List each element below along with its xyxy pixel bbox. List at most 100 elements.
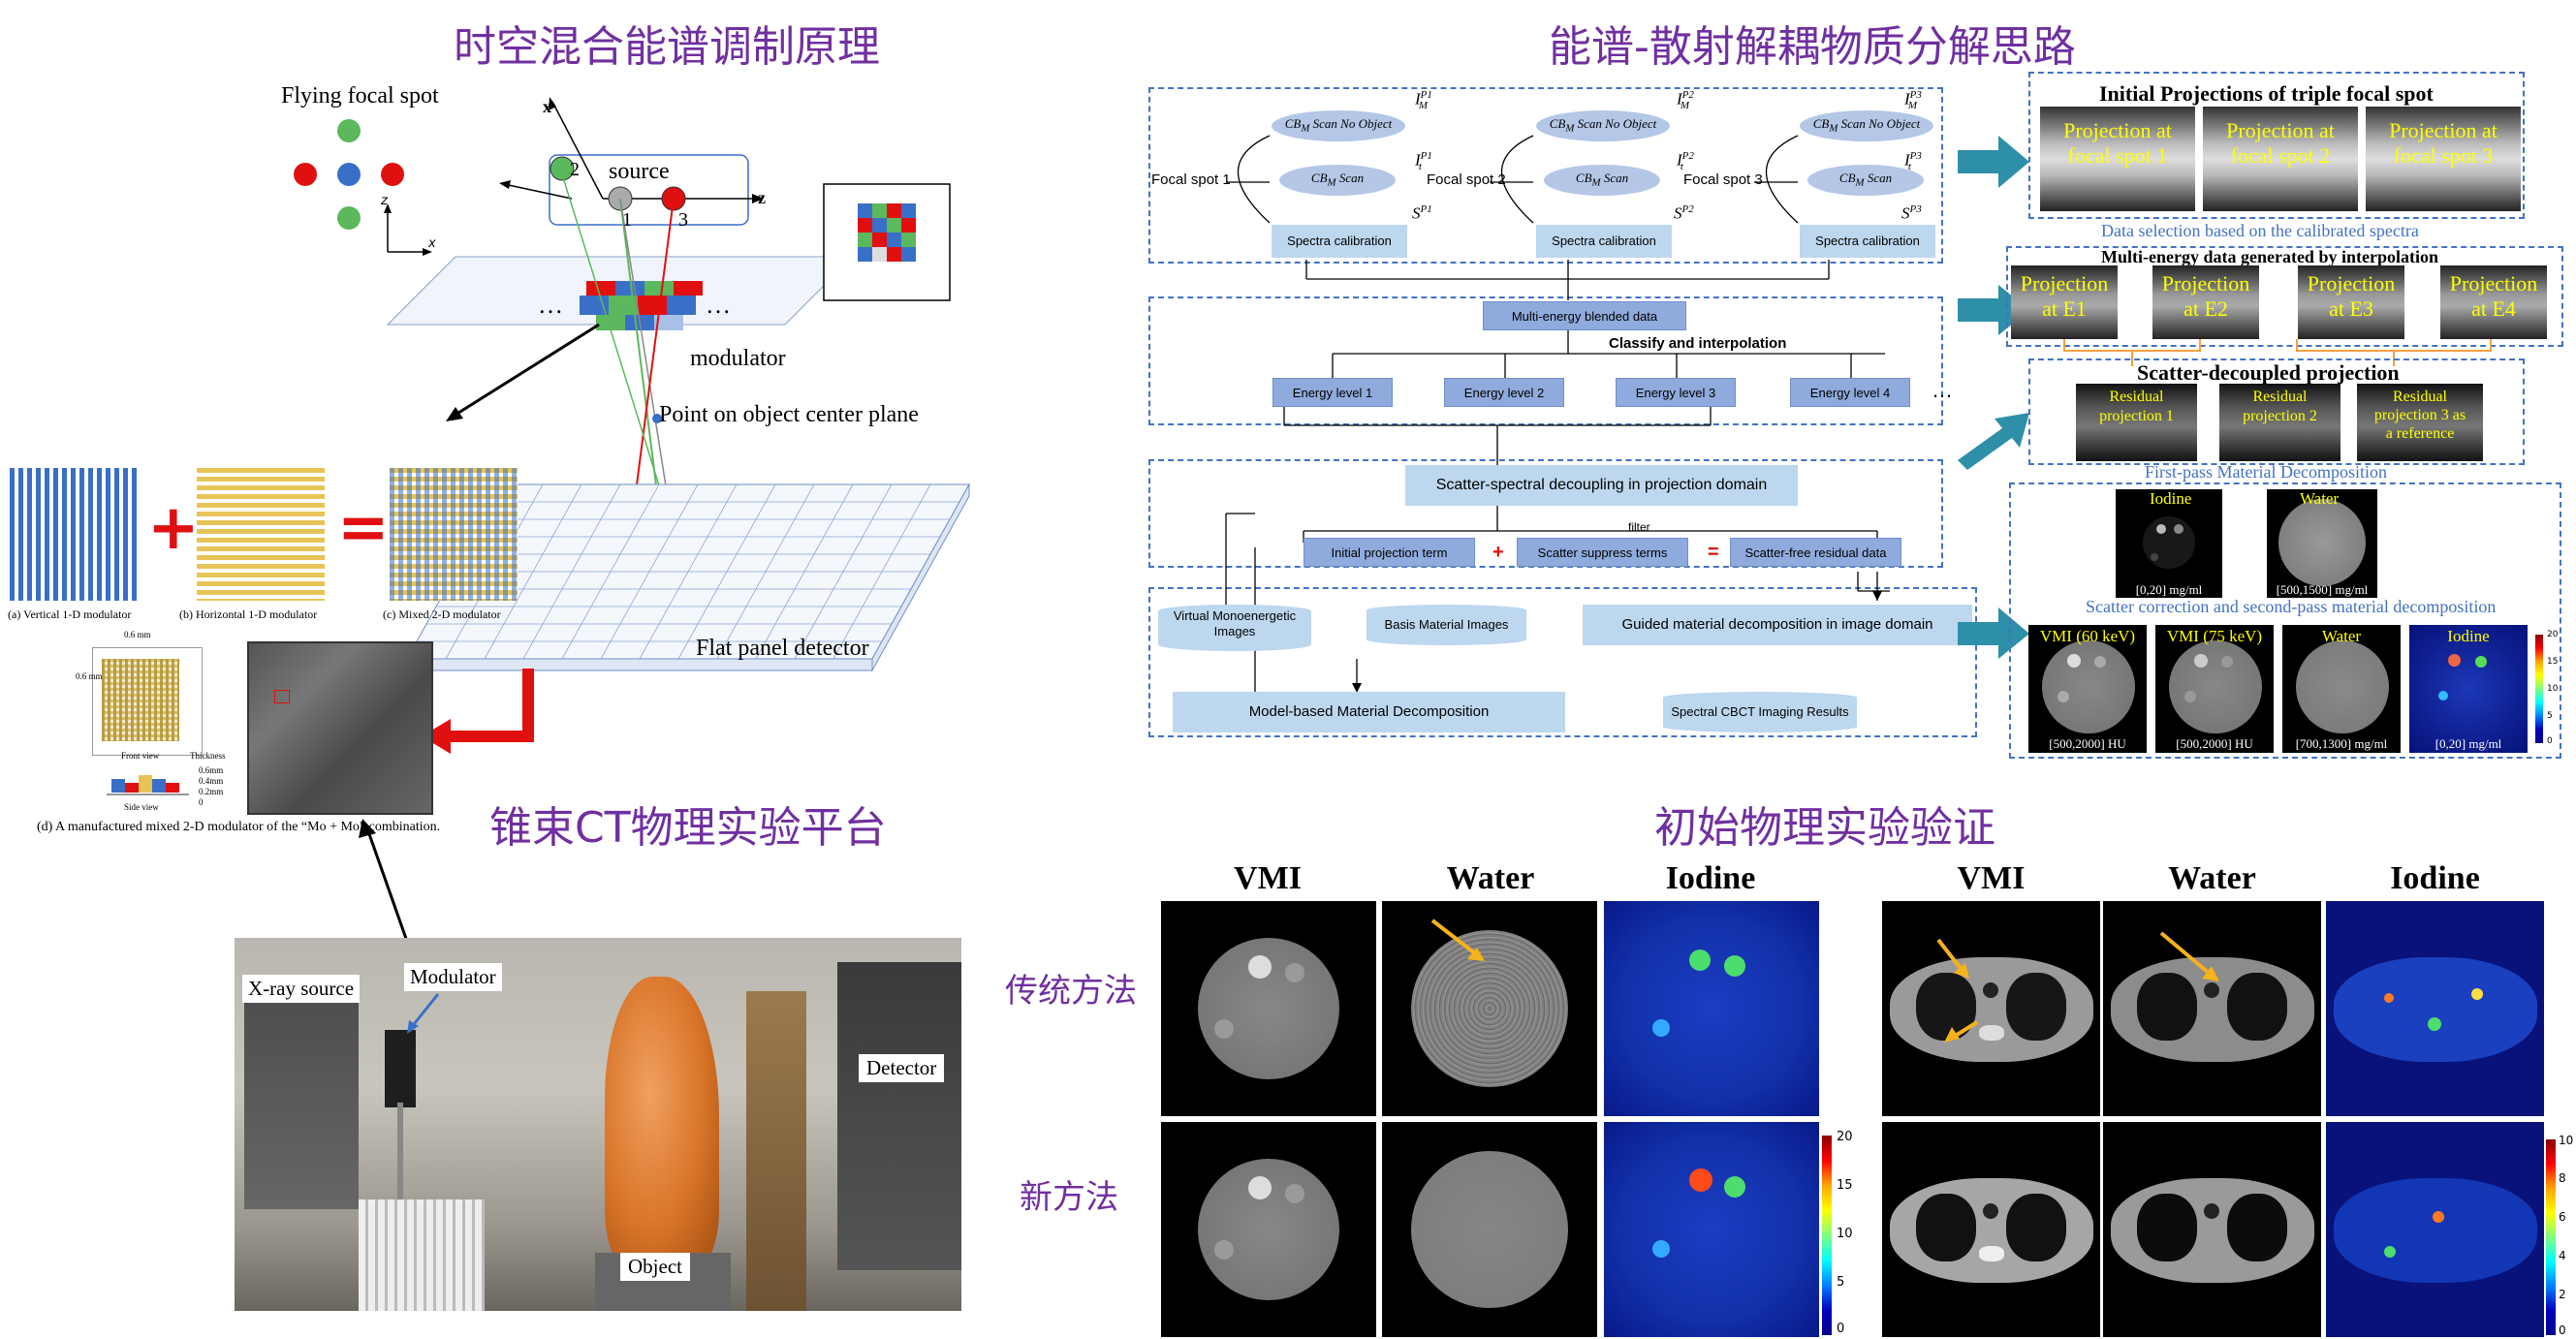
- flow-box-multi-energy: [1148, 296, 1943, 425]
- sym-it-p2: IP2t: [1677, 150, 1694, 173]
- thickness-0: 0: [199, 797, 204, 807]
- panel-multi-energy: [2006, 246, 2563, 347]
- modulator-c-caption: (c) Mixed 2-D modulator: [383, 607, 501, 621]
- initial-projection-term: Initial projection term: [1304, 538, 1475, 567]
- focal-spot-1-label: Focal spot 1: [1151, 171, 1231, 188]
- scan-1: CBM Scan: [1279, 165, 1396, 196]
- data-selection-label: Data selection based on the calibrated s…: [2101, 221, 2419, 240]
- focal-dot-top: [337, 119, 361, 142]
- scatter-suppress-terms: Scatter suppress terms: [1517, 538, 1688, 567]
- spot-3-label: 3: [678, 209, 688, 231]
- trad-chest-water: [2103, 901, 2321, 1116]
- panel-scatter-decoupled: [2028, 358, 2525, 465]
- final-window-vmi60: [500,2000] HU: [2049, 736, 2126, 751]
- scan-no-object-2: CBM Scan No Object: [1536, 110, 1670, 141]
- trad-chest-vmi: [1882, 901, 2100, 1116]
- principle-diagram: [294, 97, 970, 754]
- first-pass-iodine-image: [2116, 489, 2222, 598]
- new-chest-iodine: [2326, 1122, 2544, 1337]
- axis-x-small: x: [428, 236, 436, 251]
- trad-water-arrow: [1430, 919, 1485, 961]
- energy-level-1: Energy level 1: [1272, 378, 1393, 407]
- row-label-new: 新方法: [1020, 1178, 1118, 1217]
- first-pass-label: First-pass Material Decomposition: [2145, 462, 2387, 482]
- projection-focal-spot-2: Projection at focal spot 2: [2203, 107, 2358, 211]
- focal-spot-2-label: Focal spot 2: [1427, 171, 1506, 188]
- dim-label-top: 0.6 mm: [124, 630, 151, 639]
- residual-projection-2: Residual projection 2: [2219, 384, 2340, 461]
- final-iodine-image: [2409, 625, 2528, 753]
- modulator-d-caption: (d) A manufactured mixed 2-D modulator o…: [37, 820, 441, 834]
- spectra-calibration-2: Spectra calibration: [1536, 225, 1672, 258]
- panel-material-decomposition: [2009, 483, 2561, 759]
- projection-e4: Projection at E4: [2440, 265, 2547, 339]
- spectra-calibration-3: Spectra calibration: [1800, 225, 1935, 258]
- projection-focal-spot-3: Projection at focal spot 3: [2366, 107, 2521, 211]
- col-header-vmi-2: VMI: [1957, 860, 2026, 896]
- residual-projection-3: Residual projection 3 as a reference: [2357, 384, 2483, 461]
- col-header-water-1: Water: [1446, 860, 1535, 896]
- flow-box-focal-spots: [1148, 87, 1943, 264]
- phantom-colorbar-ticks: 20 15 10 5 0: [1837, 1130, 1853, 1336]
- mixed-modulator-image: [390, 468, 518, 601]
- flat-panel-detector: [406, 483, 970, 672]
- dots-right: …: [706, 291, 731, 319]
- trad-chest-water-arrow: [2159, 931, 2219, 981]
- scatter-spectral-decoupling: Scatter-spectral decoupling in projectio…: [1405, 465, 1798, 506]
- sym-s-p1: SP1: [1412, 203, 1432, 223]
- chest-colorbar: [2546, 1139, 2556, 1335]
- classify-interpolation-label: Classify and interpolation: [1609, 335, 1787, 352]
- energy-level-4: Energy level 4: [1790, 378, 1910, 407]
- new-chest-vmi: [1882, 1122, 2100, 1337]
- source-label: source: [609, 159, 670, 184]
- new-phantom-water: [1382, 1122, 1597, 1337]
- sym-im-p3: IP3M: [1904, 89, 1922, 112]
- thickness-02: 0.2mm: [199, 787, 224, 796]
- scan-no-object-3: CBM Scan No Object: [1800, 110, 1933, 141]
- radiator: [359, 1199, 485, 1311]
- spectral-cbct-results: Spectral CBCT Imaging Results: [1663, 692, 1857, 732]
- thickness-06: 0.6mm: [199, 765, 224, 775]
- first-pass-water-label: Water: [2300, 489, 2340, 508]
- modulator-mount: [385, 1030, 416, 1107]
- sym-im-p1: IP1M: [1415, 89, 1432, 112]
- plus-sign: +: [147, 492, 200, 564]
- first-pass-iodine-label: Iodine: [2150, 489, 2192, 508]
- axis-z-label: z: [758, 188, 766, 207]
- col-header-vmi-1: VMI: [1234, 860, 1302, 896]
- flow-box-scatter: [1148, 459, 1943, 568]
- thickness-04: 0.4mm: [199, 776, 224, 786]
- col-header-iodine-1: Iodine: [1665, 860, 1756, 896]
- side-view-blocks: [107, 775, 189, 795]
- modulator-a-caption: (a) Vertical 1-D modulator: [8, 607, 132, 621]
- new-phantom-vmi: [1161, 1122, 1376, 1337]
- focal-spot-3-label: Focal spot 3: [1683, 171, 1763, 188]
- dots-left: …: [538, 291, 563, 319]
- projection-e1: Projection at E1: [2011, 265, 2118, 339]
- axis-x-label: x: [543, 97, 551, 116]
- xray-source-box: [244, 979, 359, 1209]
- final-label-vmi60: VMI (60 keV): [2039, 627, 2136, 645]
- title-cbct-platform: 锥束CT物理实验平台: [489, 803, 887, 853]
- trad-phantom-vmi: [1161, 901, 1376, 1116]
- equals-sign: =: [337, 492, 390, 564]
- sym-it-p1: IP1t: [1415, 150, 1432, 173]
- final-vmi60-image: [2028, 625, 2147, 753]
- final-colorbar: [2535, 635, 2543, 743]
- second-pass-label: Scatter correction and second-pass mater…: [2086, 597, 2497, 616]
- sym-im-p2: IP2M: [1677, 89, 1694, 112]
- filter-label: filter: [1628, 520, 1650, 534]
- front-view-label: Front view: [121, 751, 160, 761]
- thickness-label: Thickness: [190, 751, 226, 761]
- focal-dot-center: [337, 163, 361, 186]
- final-window-water: [700,1300] mg/ml: [2295, 736, 2388, 751]
- guided-decomposition: Guided material decomposition in image d…: [1583, 605, 1972, 645]
- final-label-iodine: Iodine: [2447, 627, 2490, 645]
- object-vase: [605, 977, 719, 1267]
- col-header-water-2: Water: [2168, 860, 2256, 896]
- flat-panel-label: Flat panel detector: [696, 636, 869, 661]
- front-view-grid: [102, 659, 179, 741]
- title-spectral-modulation: 时空混合能谱调制原理: [454, 22, 880, 72]
- col-header-iodine-2: Iodine: [2390, 860, 2480, 896]
- trad-phantom-water: [1382, 901, 1597, 1116]
